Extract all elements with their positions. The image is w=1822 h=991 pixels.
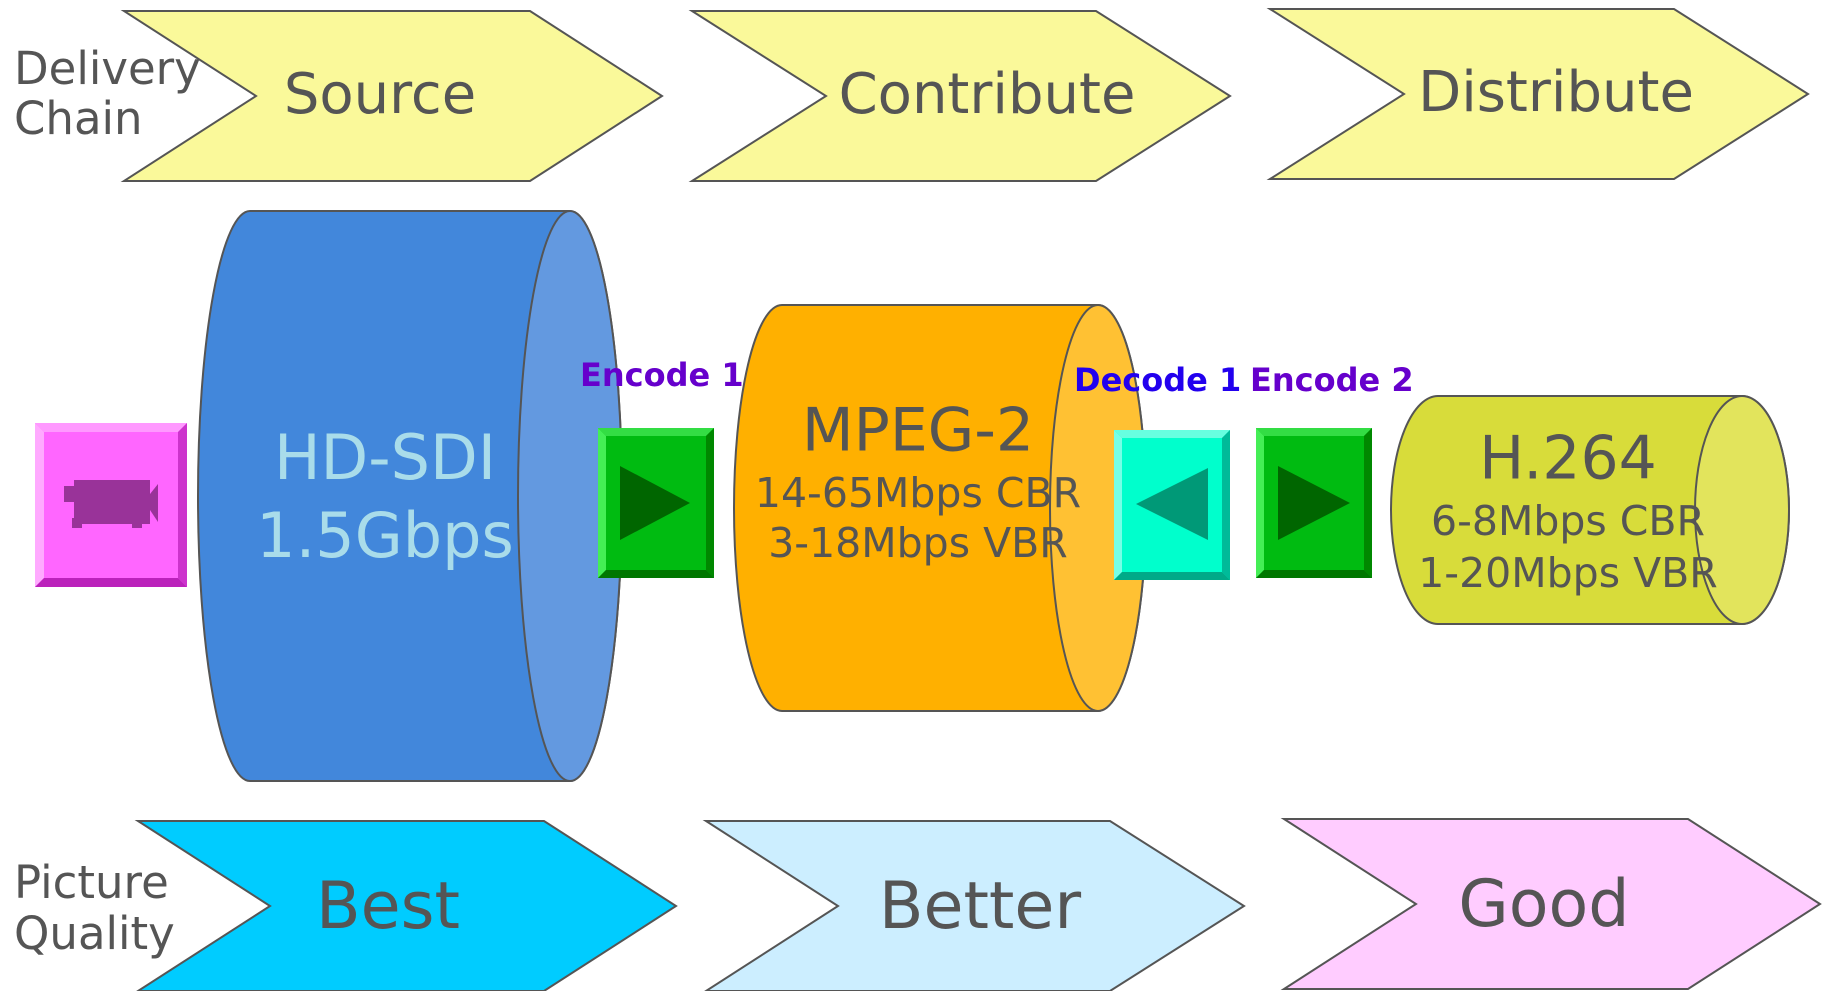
play-right-icon xyxy=(620,466,690,540)
good-chevron xyxy=(1280,818,1822,990)
mpeg2-cylinder: MPEG-2 14-65Mbps CBR 3-18Mbps VBR xyxy=(733,304,1147,712)
play-left-icon xyxy=(1136,468,1208,540)
source-chevron xyxy=(120,10,664,182)
h264-cbr: 6-8Mbps CBR xyxy=(1431,497,1705,545)
encode1-label: Encode 1 xyxy=(580,356,744,394)
best-chevron xyxy=(134,820,678,991)
h264-vbr: 1-20Mbps VBR xyxy=(1418,549,1718,597)
play-right-icon xyxy=(1278,466,1350,540)
hd-sdi-cylinder: HD-SDI 1.5Gbps xyxy=(197,210,623,782)
quality-better-label: Better xyxy=(879,869,1082,944)
quality-good-label: Good xyxy=(1458,867,1629,942)
picture-quality-label-line1: Picture xyxy=(14,856,169,909)
quality-best-label: Best xyxy=(316,869,460,944)
delivery-chain-label-line1: Delivery xyxy=(14,42,201,95)
hd-sdi-name: HD-SDI xyxy=(274,421,496,494)
h264-name: H.264 xyxy=(1479,424,1657,494)
h264-cylinder: H.264 6-8Mbps CBR 1-20Mbps VBR xyxy=(1390,395,1790,625)
mpeg2-cbr: 14-65Mbps CBR xyxy=(755,469,1081,517)
encode1-button[interactable] xyxy=(598,428,714,578)
stage-contribute-label: Contribute xyxy=(839,62,1136,127)
picture-quality-label-line2: Quality xyxy=(14,907,175,960)
decode1-label: Decode 1 xyxy=(1074,361,1241,399)
stage-source-label: Source xyxy=(284,62,476,127)
mpeg2-name: MPEG-2 xyxy=(802,396,1034,466)
delivery-chain-row: Delivery Chain Source Contribute Distrib… xyxy=(14,8,1810,182)
better-chevron xyxy=(702,820,1246,991)
encode2-label: Encode 2 xyxy=(1250,361,1414,399)
video-camera-icon xyxy=(64,480,158,528)
contribute-chevron xyxy=(688,10,1232,182)
camera-source-box xyxy=(35,423,187,587)
mpeg2-vbr: 3-18Mbps VBR xyxy=(768,519,1068,567)
encode2-button[interactable] xyxy=(1256,428,1372,578)
delivery-chain-label-line2: Chain xyxy=(14,92,143,145)
decode1-button[interactable] xyxy=(1114,430,1230,580)
picture-quality-row: Picture Quality Best Better Good xyxy=(14,818,1822,991)
stage-distribute-label: Distribute xyxy=(1418,60,1694,125)
distribute-chevron xyxy=(1266,8,1810,180)
hd-sdi-rate: 1.5Gbps xyxy=(256,499,514,572)
